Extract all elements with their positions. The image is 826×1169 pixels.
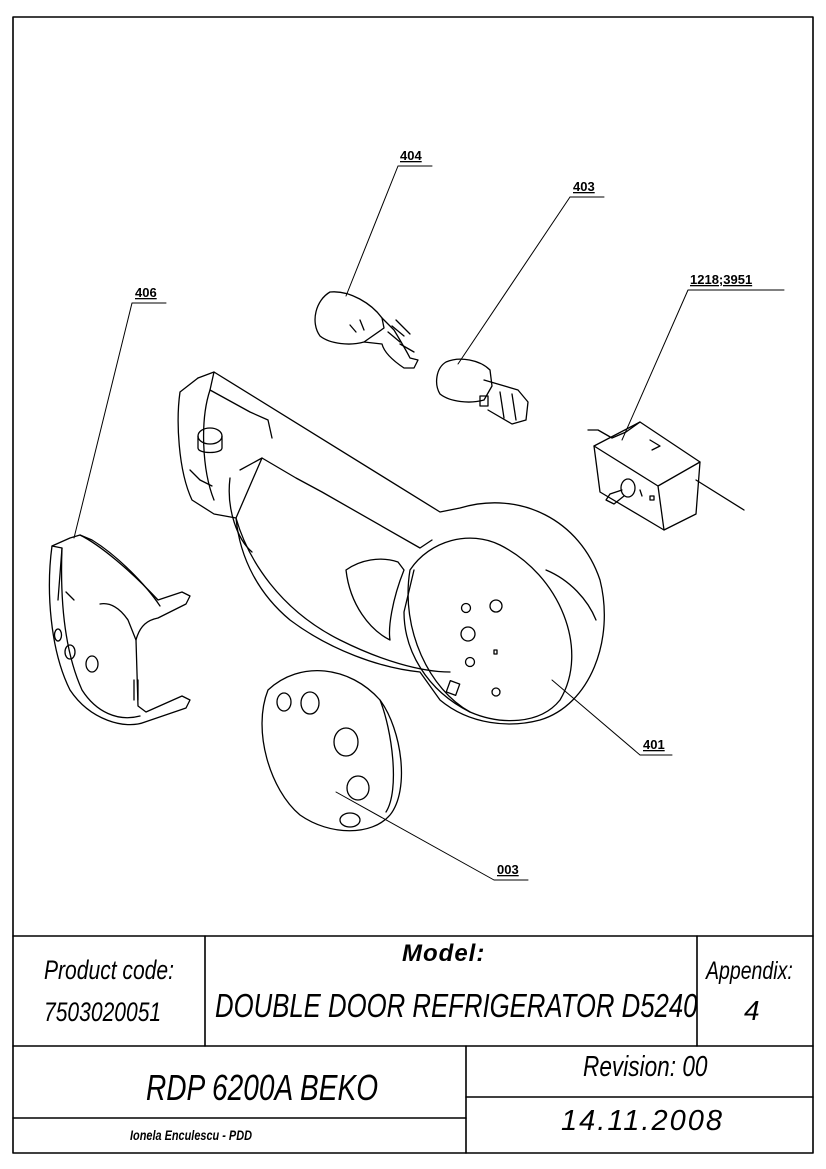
product-code-value: 7503020051 [44, 997, 162, 1027]
drawing-frame [12, 16, 814, 1154]
part-003-lens [261, 670, 403, 832]
part-404-bulb [314, 291, 419, 369]
callout-404: 404 [400, 148, 422, 163]
title-block-grid [12, 935, 814, 1154]
product-title: RDP 6200A BEKO [146, 1067, 379, 1108]
leader-lines [73, 165, 785, 881]
callout-406: 406 [135, 285, 157, 300]
part-406-holder [48, 534, 191, 726]
callout-003: 003 [497, 862, 519, 877]
model-label: Model: [402, 940, 486, 967]
callout-403: 403 [573, 179, 595, 194]
revision-label: Revision: 00 [583, 1051, 708, 1083]
author-name: Ionela Enculescu - PDD [130, 1127, 252, 1143]
product-code-label: Product code: [44, 955, 174, 985]
callout-1218-3951: 1218;3951 [690, 272, 752, 287]
model-name: DOUBLE DOOR REFRIGERATOR D5240 [215, 987, 698, 1024]
part-1218-switch [587, 421, 745, 531]
part-403-socket [435, 358, 529, 425]
appendix-label: Appendix: [706, 957, 793, 985]
part-401-housing [177, 371, 605, 725]
revision-date: 14.11.2008 [561, 1105, 724, 1137]
appendix-value: 4 [744, 995, 760, 1026]
callout-401: 401 [643, 737, 665, 752]
